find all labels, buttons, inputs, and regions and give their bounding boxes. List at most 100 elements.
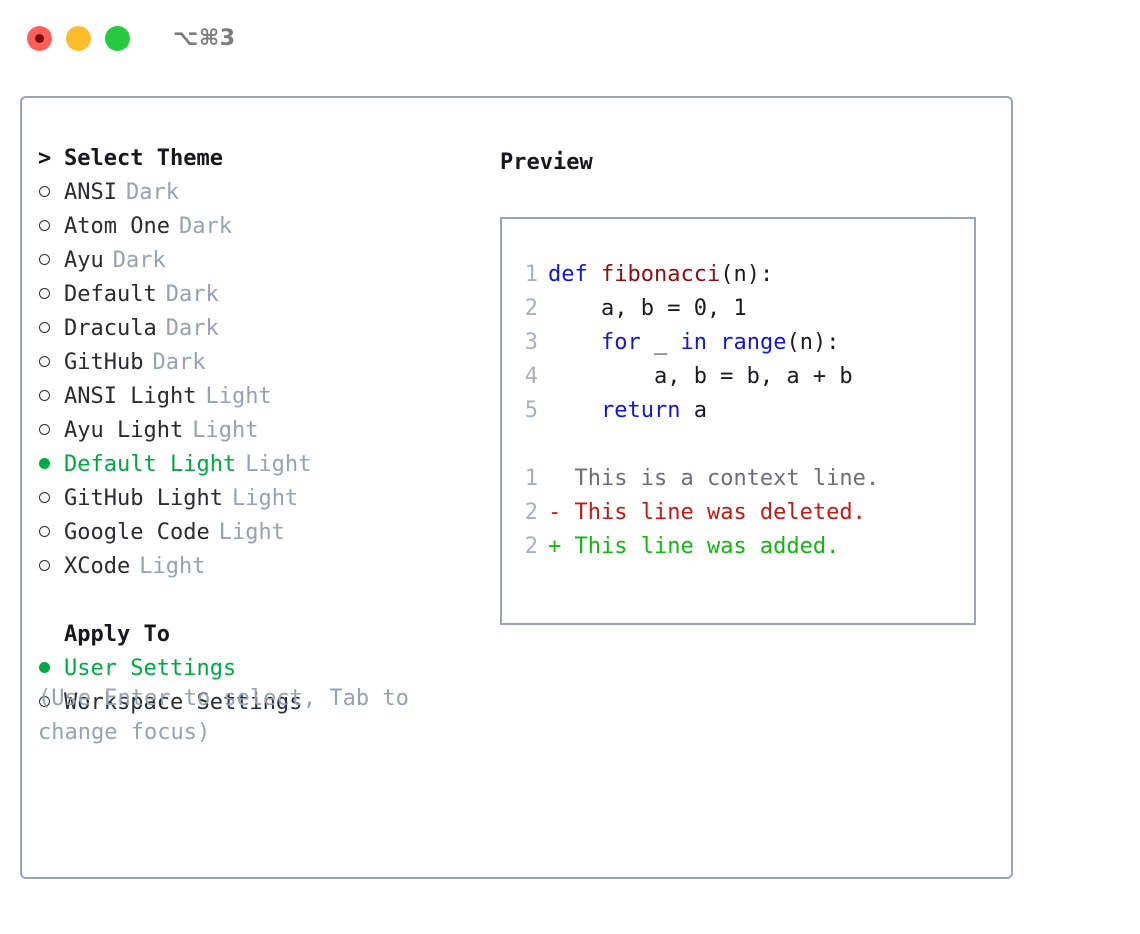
theme-label: GitHub: [64, 350, 144, 375]
code-token-keyword: def: [548, 262, 601, 287]
theme-option-ansi-dark[interactable]: ANSI Dark: [38, 180, 488, 214]
code-line: 5 return a: [514, 398, 966, 432]
theme-option-github-dark[interactable]: GitHub Dark: [38, 350, 488, 384]
preview-title: Preview: [500, 150, 593, 175]
keyboard-hint-text: (Use Enter to select, Tab to change focu…: [38, 686, 409, 745]
diff-text-value: This is a context line.: [574, 466, 880, 491]
theme-tag: Dark: [125, 180, 179, 205]
code-token-plain: (n):: [786, 330, 840, 355]
theme-option-default-dark[interactable]: Default Dark: [38, 282, 488, 316]
code-content: return a: [548, 398, 707, 423]
code-blank-line: [514, 432, 966, 466]
preview-box: 1 def fibonacci(n): 2 a, b = 0, 1 3 for …: [500, 217, 976, 625]
apply-to-option-workspace-settings[interactable]: Workspace Settings: [38, 690, 488, 724]
code-token-keyword: range: [720, 330, 787, 355]
code-token-keyword: return: [600, 398, 681, 423]
apply-to-option-user-settings[interactable]: User Settings: [38, 656, 488, 690]
theme-selector-column: > Select Theme ANSI Dark Atom One Dark A…: [38, 146, 488, 724]
theme-label: GitHub Light: [64, 486, 223, 511]
line-number: 2: [524, 534, 538, 559]
list-spacer: [38, 588, 488, 622]
code-token-plain: a: [680, 398, 707, 423]
code-token-plain: (n):: [720, 262, 774, 287]
diff-line-deleted: 2 - This line was deleted.: [514, 500, 966, 534]
theme-option-default-light[interactable]: Default Light Light: [38, 452, 488, 486]
theme-tag: Light: [218, 520, 285, 545]
theme-option-dracula-dark[interactable]: Dracula Dark: [38, 316, 488, 350]
theme-label: XCode: [64, 554, 131, 579]
code-line: 3 for _ in range(n):: [514, 330, 966, 364]
line-number: 5: [524, 398, 538, 423]
code-token-function: fibonacci: [600, 262, 721, 287]
theme-label: Default Light: [64, 452, 237, 477]
minimize-window-button[interactable]: [66, 25, 91, 51]
code-token-plain: a, b = b, a + b: [548, 364, 853, 389]
code-line: 2 a, b = 0, 1: [514, 296, 966, 330]
zoom-window-button[interactable]: [105, 25, 130, 51]
theme-option-atom-one-dark[interactable]: Atom One Dark: [38, 214, 488, 248]
theme-label: Default: [64, 282, 157, 307]
code-token-plain: [548, 398, 601, 423]
theme-option-ansi-light[interactable]: ANSI Light Light: [38, 384, 488, 418]
code-token-plain: a, b = 0, 1: [548, 296, 747, 321]
code-content: def fibonacci(n):: [548, 262, 773, 287]
close-window-button[interactable]: [27, 25, 52, 51]
theme-label: ANSI Light: [64, 384, 197, 409]
theme-option-github-light[interactable]: GitHub Light Light: [38, 486, 488, 520]
main-panel: > Select Theme ANSI Dark Atom One Dark A…: [20, 96, 1013, 879]
line-number: 3: [524, 330, 538, 355]
line-number: 1: [524, 262, 538, 287]
select-theme-header: > Select Theme: [38, 146, 488, 180]
code-token-plain: _: [640, 330, 681, 355]
diff-sign: -: [548, 500, 562, 525]
theme-option-ayu-dark[interactable]: Ayu Dark: [38, 248, 488, 282]
theme-option-ayu-light[interactable]: Ayu Light Light: [38, 418, 488, 452]
apply-to-header: Apply To: [38, 622, 488, 656]
theme-label: Ayu: [64, 248, 104, 273]
theme-tag: Dark: [165, 282, 219, 307]
code-content: a, b = b, a + b: [548, 364, 853, 389]
select-theme-title: Select Theme: [64, 146, 223, 171]
theme-tag: Dark: [165, 316, 219, 341]
theme-label: Atom One: [64, 214, 170, 239]
theme-tag: Dark: [152, 350, 206, 375]
line-number: 4: [524, 364, 538, 389]
code-content: a, b = 0, 1: [548, 296, 747, 321]
diff-text: This is a context line.: [561, 466, 880, 491]
title-bar: ⌥⌘3: [0, 0, 1140, 76]
code-token-plain: [707, 330, 720, 355]
preview-column: Preview 1 def fibonacci(n): 2 a, b = 0, …: [500, 146, 1000, 625]
theme-label: Google Code: [64, 520, 210, 545]
code-token-keyword: in: [680, 330, 707, 355]
diff-text-value: This line was deleted.: [574, 500, 866, 525]
theme-tag: Light: [245, 452, 312, 477]
theme-tag: Light: [192, 418, 259, 443]
theme-tag: Light: [139, 554, 206, 579]
diff-sign: +: [548, 534, 562, 559]
diff-text: This line was added.: [561, 534, 840, 559]
theme-option-google-code[interactable]: Google Code Light: [38, 520, 488, 554]
window-controls: [27, 25, 130, 51]
code-preview: 1 def fibonacci(n): 2 a, b = 0, 1 3 for …: [514, 262, 966, 568]
apply-to-label: User Settings: [64, 656, 237, 681]
window-title: ⌥⌘3: [173, 25, 236, 51]
line-number: 2: [524, 500, 538, 525]
theme-option-xcode[interactable]: XCode Light: [38, 554, 488, 588]
theme-label: ANSI: [64, 180, 117, 205]
theme-tag: Dark: [178, 214, 232, 239]
diff-text-value: This line was added.: [574, 534, 840, 559]
diff-sign: [548, 466, 561, 491]
code-line: 1 def fibonacci(n):: [514, 262, 966, 296]
apply-to-label: Workspace Settings: [64, 690, 303, 715]
caret-icon: >: [38, 146, 52, 171]
code-token-plain: [548, 330, 601, 355]
diff-line-added: 2 + This line was added.: [514, 534, 966, 568]
theme-tag: Light: [205, 384, 272, 409]
line-number: 2: [524, 296, 538, 321]
code-line: 4 a, b = b, a + b: [514, 364, 966, 398]
theme-tag: Dark: [112, 248, 166, 273]
code-content: for _ in range(n):: [548, 330, 839, 355]
theme-label: Ayu Light: [64, 418, 184, 443]
diff-text: This line was deleted.: [561, 500, 866, 525]
